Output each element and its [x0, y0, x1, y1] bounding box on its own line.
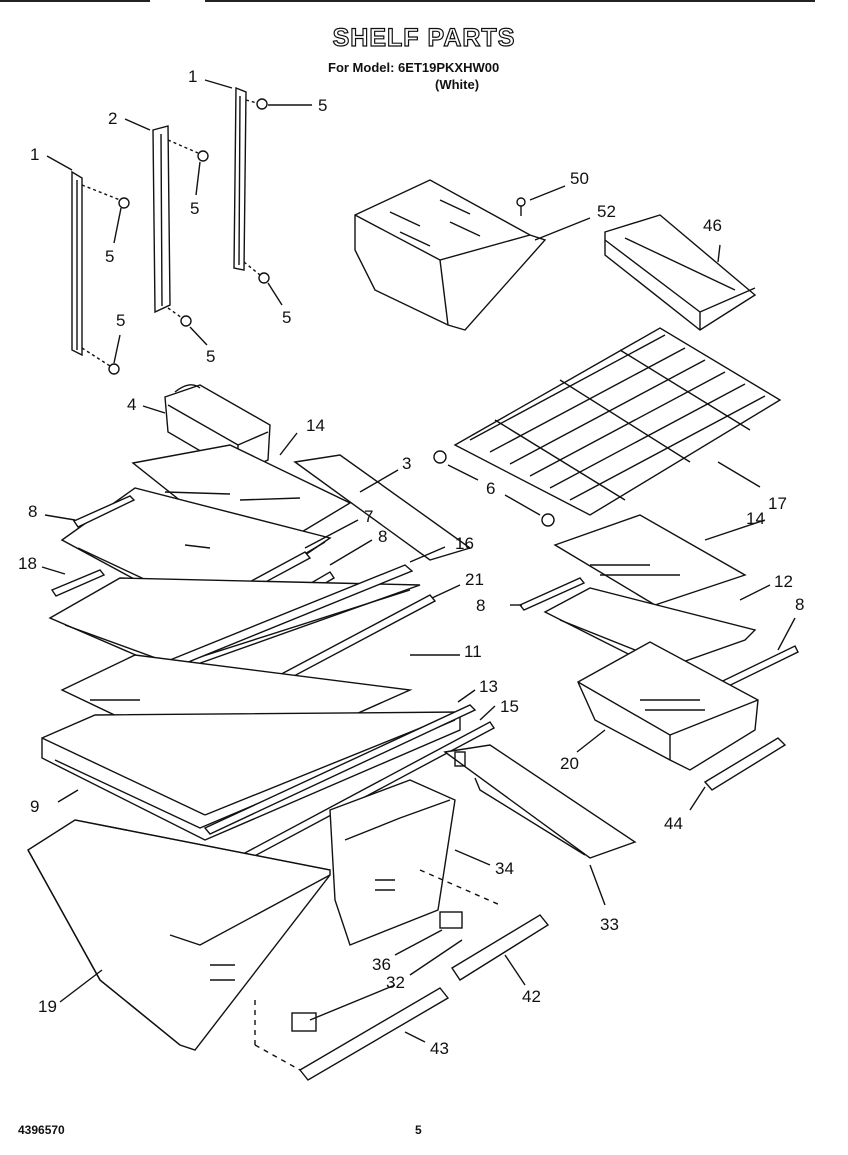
- crisper-drawer-small: [329, 779, 456, 946]
- callout-5e: 5: [116, 311, 125, 330]
- callout-19: 19: [38, 997, 57, 1016]
- ice-tray: [604, 214, 757, 331]
- callout-32: 32: [386, 973, 405, 992]
- document-number: 4396570: [18, 1123, 65, 1137]
- callout-14a: 14: [306, 416, 325, 435]
- callout-43: 43: [430, 1039, 449, 1058]
- shelf-rail-right: [233, 86, 247, 271]
- callout-5b: 5: [190, 199, 199, 218]
- model-line: For Model: 6ET19PKXHW00: [328, 60, 500, 75]
- callout-6: 6: [486, 479, 495, 498]
- callout-52: 52: [597, 202, 616, 221]
- callout-8b: 8: [378, 527, 387, 546]
- callout-4: 4: [127, 395, 136, 414]
- page-title: SHELF PARTS: [332, 23, 516, 52]
- top-rule-left: [0, 0, 150, 2]
- drawer-front-42: [451, 914, 550, 981]
- callout-1a: 1: [188, 67, 197, 86]
- trim-13: [203, 704, 477, 835]
- callout-18: 18: [18, 554, 37, 573]
- callout-16: 16: [455, 534, 474, 553]
- callout-13: 13: [479, 677, 498, 696]
- callout-5f: 5: [206, 347, 215, 366]
- crisper-drawer-large: [27, 819, 331, 1051]
- callout-34: 34: [495, 859, 514, 878]
- callout-5c: 5: [105, 247, 114, 266]
- trim-18: [50, 569, 106, 597]
- drawer-front-43: [298, 987, 450, 1081]
- clip-32: [291, 1012, 317, 1032]
- color-line: (White): [435, 77, 480, 92]
- shelf-rail-middle: [152, 125, 171, 314]
- callout-8a: 8: [28, 502, 37, 521]
- callout-14b: 14: [746, 509, 765, 528]
- clip-36: [439, 911, 463, 929]
- callout-labels: 1 2 1 5 5 5 5 5 5 4 14 3 8 7 8 16 18 21 …: [18, 67, 804, 1058]
- callout-11: 11: [464, 642, 482, 661]
- meat-pan: [577, 641, 759, 771]
- glass-shelf-3: [293, 454, 472, 561]
- callout-9: 9: [30, 797, 39, 816]
- top-rule-right: [205, 0, 815, 2]
- meat-pan-front-44: [703, 737, 787, 791]
- glass-shelf-right: [553, 514, 747, 606]
- page-number: 5: [415, 1123, 422, 1137]
- callout-12: 12: [774, 572, 793, 591]
- callout-2: 2: [108, 109, 117, 128]
- callout-3: 3: [402, 454, 411, 473]
- screw-icons: [108, 98, 270, 375]
- callout-15: 15: [500, 697, 519, 716]
- callout-5a: 5: [318, 96, 327, 115]
- trim-8-left: [72, 495, 136, 528]
- callout-21: 21: [465, 570, 484, 589]
- callout-17: 17: [768, 494, 787, 513]
- drawer-slide-33: [443, 744, 637, 859]
- wire-shelf: [453, 327, 782, 516]
- shelf-rail-left: [71, 170, 83, 357]
- ice-bin: [354, 179, 547, 331]
- callout-8d: 8: [795, 595, 804, 614]
- shelf-stop-top: [433, 450, 447, 464]
- callout-7: 7: [364, 507, 373, 526]
- shelf-stop-bottom: [541, 513, 555, 527]
- callout-8c: 8: [476, 596, 485, 615]
- callout-5d: 5: [282, 308, 291, 327]
- callout-20: 20: [560, 754, 579, 773]
- callout-36: 36: [372, 955, 391, 974]
- callout-33: 33: [600, 915, 619, 934]
- callout-44: 44: [664, 814, 683, 833]
- shelf-frame-lower: [48, 577, 421, 673]
- callout-50: 50: [570, 169, 589, 188]
- callout-1b: 1: [30, 145, 39, 164]
- trim-8-right-a: [518, 577, 586, 611]
- callout-42: 42: [522, 987, 541, 1006]
- callout-46: 46: [703, 216, 722, 235]
